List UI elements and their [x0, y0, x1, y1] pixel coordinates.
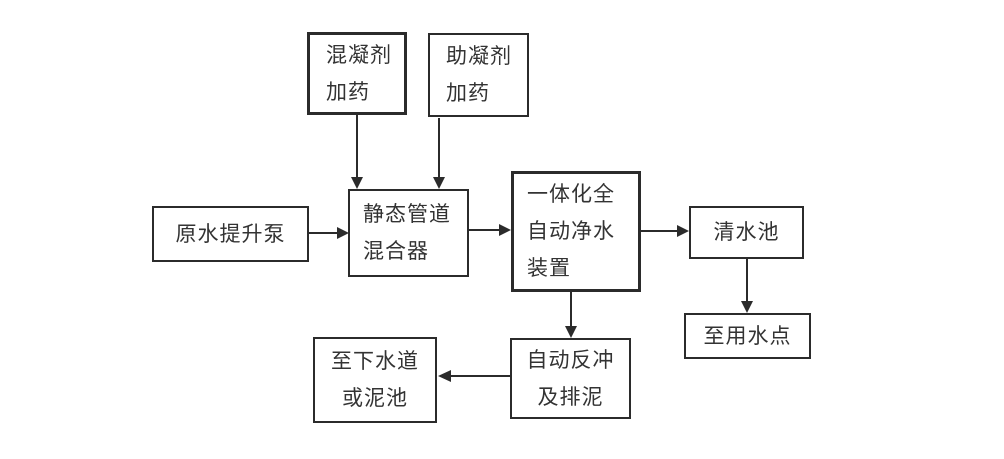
box-label-line: 自动净水 [527, 219, 615, 243]
box-auto-backwash-sludge: 自动反冲 及排泥 [510, 338, 631, 419]
arrow-pump-to-mixer [309, 227, 349, 239]
box-clear-water-tank: 清水池 [689, 206, 804, 259]
box-label-line: 一体化全 [527, 182, 615, 206]
arrow-purifier-to-tank [641, 225, 689, 237]
box-label-line: 混合器 [363, 239, 429, 263]
arrow-purifier-to-backwash [565, 292, 577, 338]
box-label-line: 及排泥 [537, 384, 604, 409]
arrow-tank-to-usepoint [741, 259, 753, 313]
box-label-line: 或泥池 [342, 386, 408, 410]
box-water-use-point: 至用水点 [684, 313, 811, 359]
box-coagulant-aid-dosing: 助凝剂 加药 [428, 33, 529, 117]
box-coagulant-dosing: 混凝剂 加药 [307, 32, 407, 115]
box-sewer-or-sludge-pool: 至下水道 或泥池 [313, 337, 437, 423]
box-label-line: 原水提升泵 [175, 221, 286, 246]
box-label-line: 自动反冲 [526, 347, 615, 372]
box-raw-water-pump: 原水提升泵 [152, 206, 309, 262]
box-label-line: 加药 [326, 79, 370, 104]
box-label-line: 清水池 [713, 220, 780, 244]
arrow-backwash-to-sewer [438, 370, 510, 382]
box-integrated-purifier: 一体化全 自动净水 装置 [511, 171, 641, 292]
arrow-mixer-to-purifier [469, 224, 511, 236]
box-label-line: 装置 [527, 256, 571, 280]
box-label-line: 至用水点 [703, 323, 792, 348]
box-label-line: 加药 [446, 81, 490, 105]
box-label-line: 混凝剂 [326, 42, 392, 67]
arrow-coagulant-to-mixer [351, 115, 363, 189]
box-label-line: 助凝剂 [446, 44, 512, 68]
box-label-line: 至下水道 [331, 349, 419, 373]
arrow-aid-to-mixer [433, 118, 445, 189]
box-label-line: 静态管道 [363, 202, 451, 226]
box-static-pipe-mixer: 静态管道 混合器 [348, 189, 469, 277]
